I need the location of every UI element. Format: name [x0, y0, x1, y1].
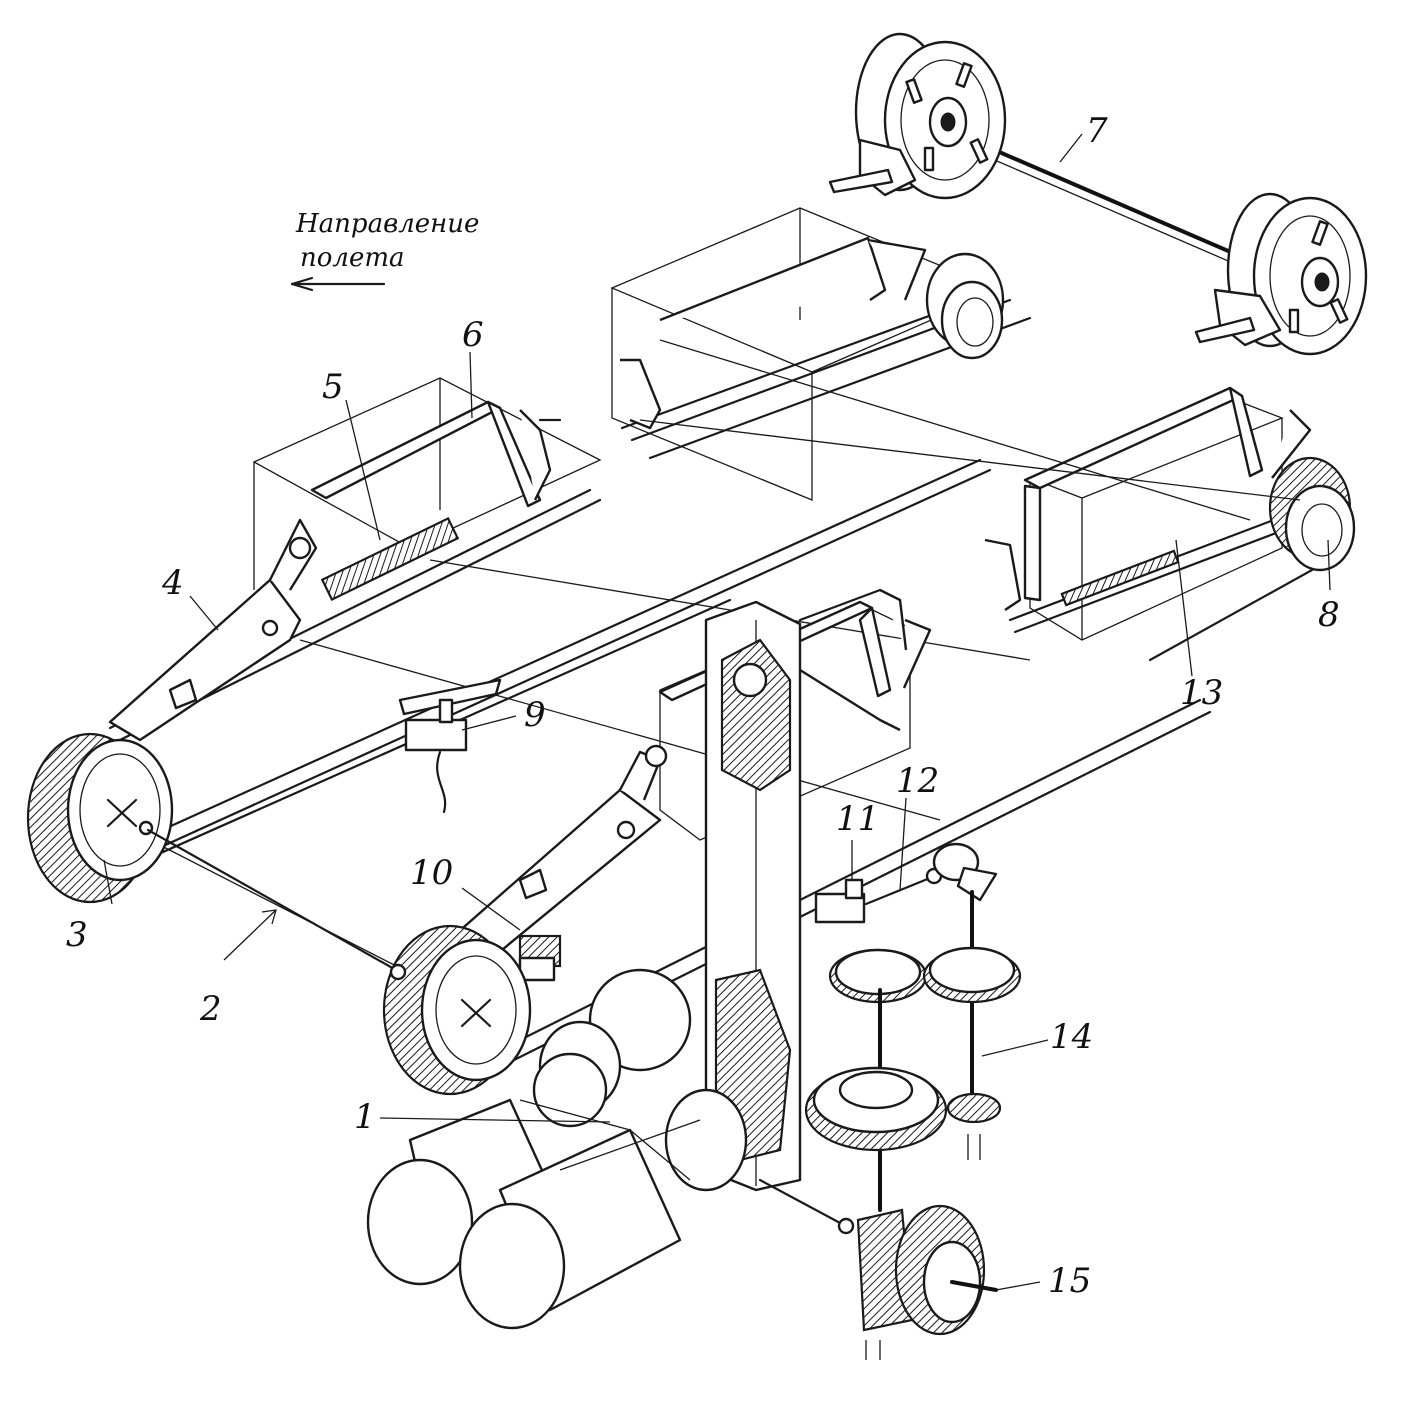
winch-drums	[366, 968, 748, 1330]
callout-3: 3	[66, 915, 88, 955]
middle-left-sprocket	[382, 924, 532, 1096]
callout-1: 1	[354, 1097, 376, 1137]
callout-13: 13	[1180, 673, 1223, 713]
callout-7: 7	[1086, 111, 1108, 151]
caption-line-2: полета	[300, 243, 405, 273]
caption-line-1: Направление	[295, 209, 479, 239]
rear-axle-assembly	[828, 32, 1368, 356]
front-cargo-frame	[252, 377, 602, 602]
gear-train	[804, 842, 1022, 1212]
flight-direction-caption: Направление полета	[290, 209, 479, 292]
callout-4: 4	[161, 563, 184, 603]
callout-6: 6	[462, 315, 484, 355]
callout-9: 9	[524, 695, 546, 735]
right-sprocket	[1268, 456, 1356, 572]
callout-14: 14	[1050, 1017, 1093, 1057]
rear-right-sprocket	[925, 252, 1005, 360]
release-lever-arm	[108, 518, 318, 742]
callout-11: 11	[836, 799, 879, 839]
callout-10: 10	[410, 853, 453, 893]
right-cargo-frame	[984, 386, 1332, 662]
left-drive-wheel	[828, 32, 1007, 200]
worm-gear	[856, 1204, 998, 1360]
right-drive-wheel	[1194, 192, 1368, 356]
callout-2: 2	[199, 989, 222, 1029]
callout-15: 15	[1048, 1261, 1091, 1301]
callout-labels: 1 2 3 4 5 6 7 8 9 10 11 12 13 14 15	[66, 111, 1340, 1301]
worm-link	[758, 1178, 855, 1235]
callout-12: 12	[896, 761, 939, 801]
front-left-sprocket	[26, 732, 174, 904]
direction-arrow-icon	[290, 276, 386, 292]
callout-8: 8	[1318, 595, 1340, 635]
middle-cargo-frame	[438, 600, 932, 982]
callout-leaders	[103, 133, 1331, 1291]
callout-5: 5	[322, 367, 344, 407]
release-lock-9	[398, 678, 502, 814]
release-cable-2	[146, 828, 407, 981]
